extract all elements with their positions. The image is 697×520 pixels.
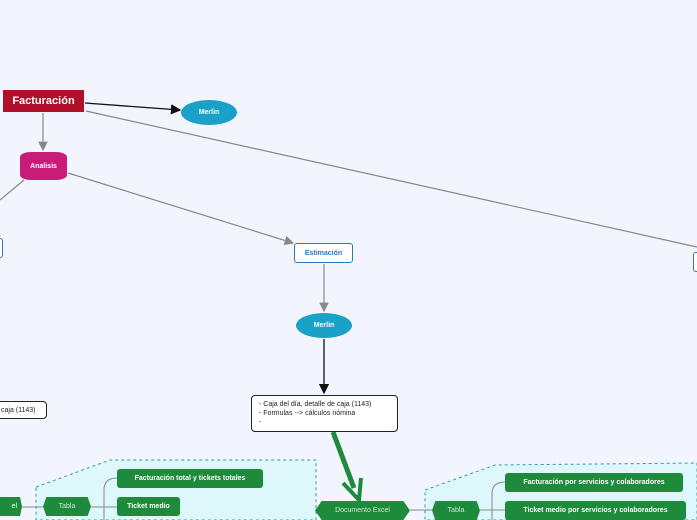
edge-analisis-left	[0, 179, 25, 201]
green-arrow-head	[341, 477, 363, 505]
note-line-1: - Caja del día, detalle de caja (1143)	[259, 401, 372, 408]
partial-node-right[interactable]	[693, 252, 697, 272]
brace-left	[91, 477, 118, 520]
leaf-facturacion-left[interactable]: Facturación total y tickets totales	[117, 469, 263, 488]
merlin-node-top[interactable]: Merlin	[181, 100, 237, 125]
excel-node-left[interactable]: el	[0, 497, 22, 516]
note-line-3: -	[259, 419, 262, 426]
note-main[interactable]: - Caja del día, detalle de caja (1143) -…	[251, 395, 398, 432]
brace-right	[480, 481, 506, 520]
analisis-node[interactable]: Analisis	[20, 152, 67, 180]
documento-excel-node[interactable]: Documento Excel	[315, 501, 410, 520]
edge-analisis-estimacion	[67, 172, 295, 246]
leaf-ticket-left[interactable]: Ticket medio	[117, 497, 180, 516]
merlin-node-mid[interactable]: Merlin	[296, 313, 352, 338]
partial-node-left[interactable]	[0, 238, 3, 258]
leaf-facturacion-right[interactable]: Facturación por servicios y colaboradore…	[505, 473, 683, 492]
leaf-ticket-right[interactable]: Ticket medio por servicios y colaborador…	[505, 501, 686, 520]
root-node-facturacion[interactable]: Facturación	[3, 90, 84, 112]
note-left[interactable]: caja (1143)	[0, 401, 47, 419]
tabla-node-left[interactable]: Tabla	[43, 497, 91, 516]
green-arrow-shaft	[330, 431, 357, 489]
tabla-node-right[interactable]: Tabla	[432, 501, 480, 520]
note-line-2: - Formulas --> cálculos nómina	[259, 410, 356, 417]
estimacion-node[interactable]: Estimación	[294, 243, 353, 263]
edge-root-merlin	[84, 102, 182, 115]
edge-root-right	[85, 110, 697, 248]
